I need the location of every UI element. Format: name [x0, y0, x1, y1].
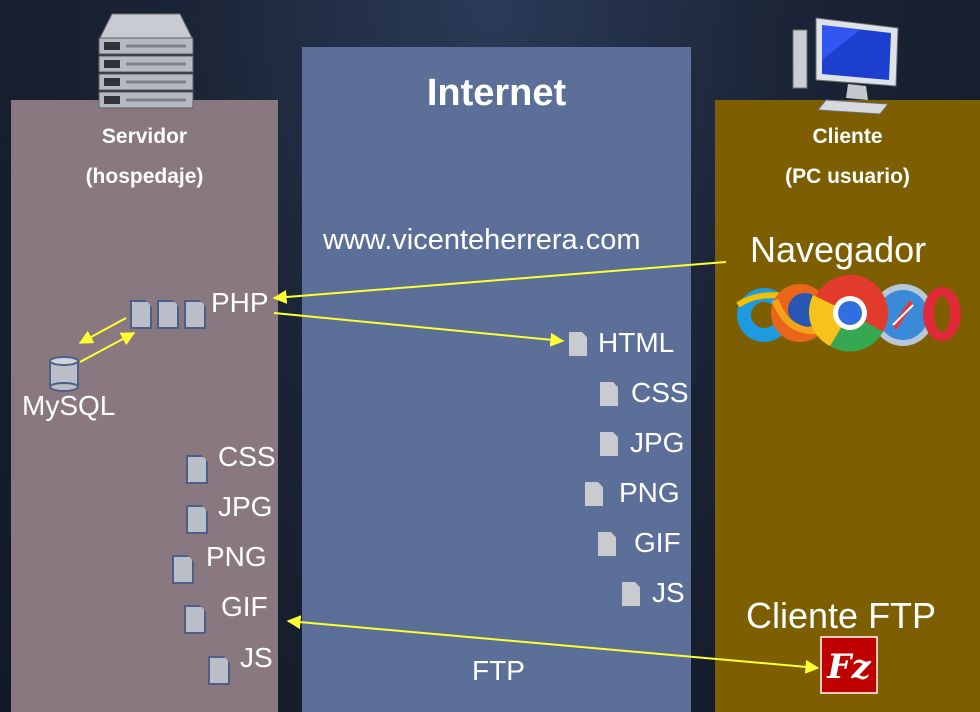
file-icon [600, 432, 618, 456]
browser-label: Navegador [750, 229, 927, 270]
internet-title: Internet [426, 72, 567, 114]
mysql-label: MySQL [22, 390, 116, 421]
file-icon [598, 532, 616, 556]
file-icon [184, 605, 206, 634]
php-file-icon [184, 300, 206, 329]
internet-file-label: PNG [619, 477, 680, 508]
server-file-label: CSS [218, 441, 276, 472]
client-title: Cliente (PC usuario) [785, 125, 910, 188]
server-file-label: GIF [221, 591, 268, 622]
internet-file-label: CSS [631, 377, 689, 408]
server-file-label: JS [240, 642, 273, 673]
server-file-label: JPG [218, 491, 273, 522]
server-file-label: PNG [206, 541, 267, 572]
php-file-icon [130, 300, 152, 329]
php-file-icon [157, 300, 179, 329]
internet-file-label: JPG [630, 427, 685, 458]
file-icon [600, 382, 618, 406]
php-label: PHP [211, 287, 269, 318]
url-text: www.vicenteherrera.com [323, 224, 641, 256]
server-title: Servidor (hospedaje) [85, 125, 204, 188]
internet-file-label: HTML [598, 327, 675, 358]
file-icon [186, 455, 208, 484]
file-icon [585, 482, 603, 506]
file-icon [208, 656, 230, 685]
file-icon [172, 555, 194, 584]
client-panel [715, 100, 980, 712]
internet-file-label: GIF [634, 527, 681, 558]
ftp-protocol-label: FTP [472, 655, 525, 686]
internet-file-label: JS [652, 577, 685, 608]
file-icon [569, 332, 587, 356]
server-panel [11, 100, 278, 712]
file-icon [186, 505, 208, 534]
ftp-client-label: Cliente FTP [746, 595, 937, 636]
file-icon [622, 582, 640, 606]
